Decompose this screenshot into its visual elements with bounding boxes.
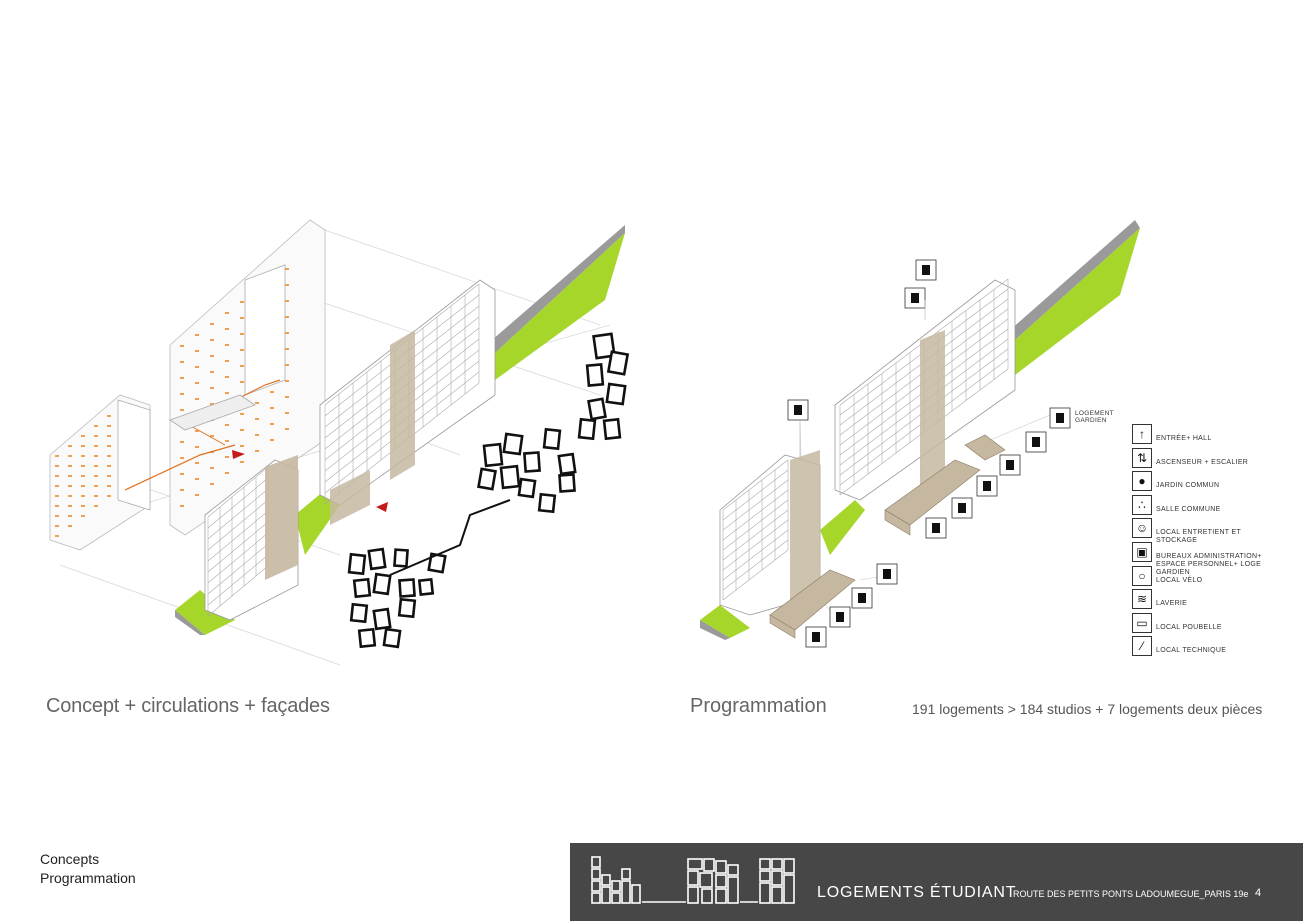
legend-item: ☺LOCAL ENTRETIENT ET STOCKAGE [1132, 518, 1282, 544]
circulation-arrow-1 [232, 450, 245, 459]
legend-label: LOCAL POUBELLE [1156, 623, 1222, 631]
green-space-bottom [700, 605, 750, 640]
circulation-arrow-2 [376, 502, 388, 512]
tree-icon: ● [1132, 471, 1152, 492]
legend-item: ▣BUREAUX ADMINISTRATION+ ESPACE PERSONNE… [1132, 542, 1282, 576]
section-label-concepts: Concepts [40, 851, 100, 867]
page-number: 4 [1255, 887, 1262, 899]
legend-label: SALLE COMMUNE [1156, 505, 1221, 513]
housing-summary: 191 logements > 184 studios + 7 logement… [912, 701, 1263, 717]
legend-item: ● JARDIN COMMUN [1132, 471, 1282, 493]
main-building-program [834, 278, 1016, 501]
facade-window-frames [347, 332, 630, 649]
programmation-caption: Programmation [690, 695, 827, 717]
program-volumes [769, 434, 1006, 639]
laundry-icon: ≋ [1132, 589, 1152, 610]
legend-label: LOCAL ENTRETIENT ET STOCKAGE [1156, 529, 1241, 545]
legend-label: LAVERIE [1156, 600, 1188, 608]
legend-label: ASCENSEUR + ESCALIER [1156, 458, 1249, 466]
legend-label: ENTRÉE+ HALL [1156, 435, 1212, 442]
legend-item: ∴ SALLE COMMUNE [1132, 494, 1282, 517]
project-logo-icon [591, 856, 795, 904]
legend-label: LOCAL TECHNIQUE [1156, 647, 1227, 655]
office-icon: ▣ [1132, 542, 1152, 562]
green-space-bottom [175, 590, 235, 635]
program-callouts [787, 259, 1071, 648]
legend-item: ≋ LAVERIE [1132, 589, 1282, 611]
back-building-circulation [169, 219, 326, 536]
legend-item: ↑ ENTRÉE+ HALL [1132, 424, 1282, 446]
footer-bar [570, 843, 1303, 921]
footer-address: ROUTE DES PETITS PONTS LADOUMEGUE_PARIS … [1013, 889, 1249, 899]
legend-label: JARDIN COMMUN [1156, 482, 1220, 490]
elevator-icon: ⇅ [1132, 447, 1152, 468]
green-space-top [492, 225, 625, 380]
front-building-program [719, 450, 821, 616]
legend-item: ▭ LOCAL POUBELLE [1132, 612, 1282, 635]
section-label-programmation: Programmation [40, 870, 136, 886]
right-building-facade [319, 279, 496, 525]
front-building-facade [204, 455, 299, 621]
footer-title: LOGEMENTS ÉTUDIANT [817, 884, 1017, 901]
legend-label: LOCAL VÉLO [1156, 576, 1203, 584]
janitor-icon: ☺ [1132, 518, 1152, 539]
section-labels: Concepts Programmation [40, 850, 136, 888]
wrench-icon: ⁄ [1132, 636, 1152, 657]
entrance-icon: ↑ [1132, 424, 1152, 444]
green-space-top [1010, 220, 1140, 375]
legend-item: ⇅ ASCENSEUR + ESCALIER [1132, 447, 1282, 470]
trash-bin-icon: ▭ [1132, 612, 1152, 633]
legend-label: BUREAUX ADMINISTRATION+ ESPACE PERSONNEL… [1156, 553, 1262, 576]
concept-caption: Concept + circulations + façades [46, 695, 330, 717]
lounge-chair-icon: ∴ [1132, 494, 1152, 515]
gardien-callout-label: LOGEMENT GARDIEN [1075, 410, 1114, 424]
legend-item: ⁄ LOCAL TECHNIQUE [1132, 636, 1282, 658]
bicycle-icon: ○ [1132, 565, 1152, 586]
programmation-axonometric-diagram [700, 220, 1140, 648]
legend-item: ○ LOCAL VÉLO [1132, 565, 1282, 588]
left-building-circulation [49, 394, 236, 551]
concept-axonometric-diagram [49, 219, 630, 666]
green-space-middle [295, 490, 340, 555]
